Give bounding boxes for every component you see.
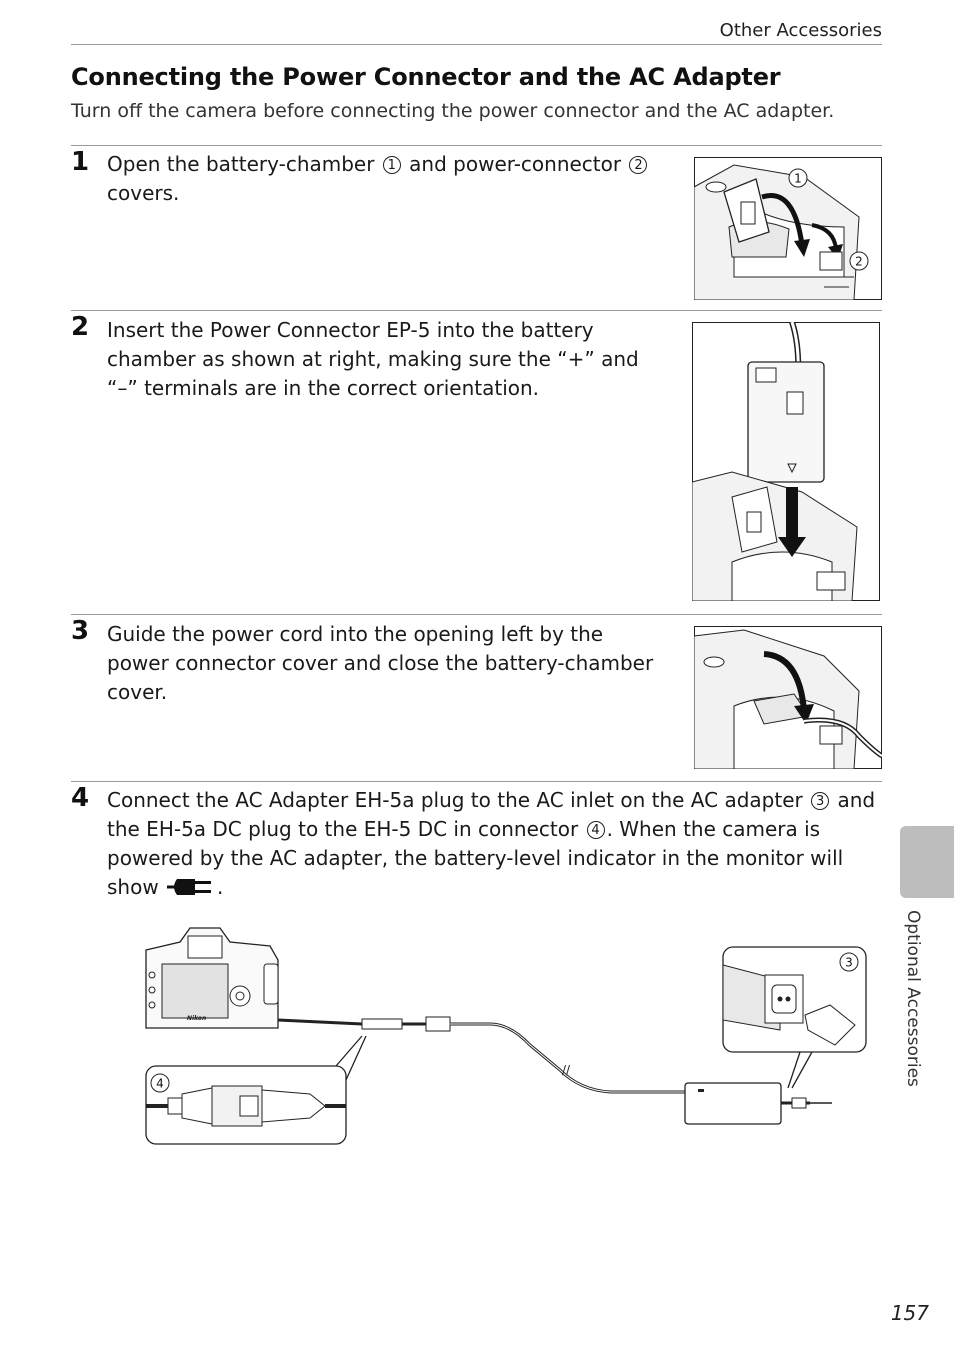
callout-marker: 3 xyxy=(811,792,830,810)
running-header: Other Accessories xyxy=(719,20,882,41)
step-1-text-c: covers. xyxy=(107,181,180,205)
step-number: 4 xyxy=(71,783,90,813)
step-1-text-a: Open the battery-chamber xyxy=(107,152,381,176)
chapter-label: Optional Accessories xyxy=(903,910,923,1087)
callout-label: 1 xyxy=(794,172,802,186)
step-4-text-b: and the EH-5a DC plug to the EH-5 DC in … xyxy=(107,788,876,841)
callout-marker: 1 xyxy=(382,156,401,174)
callout-label: 2 xyxy=(855,255,863,269)
ac-power-plug-icon xyxy=(165,876,217,906)
svg-text://: // xyxy=(562,1063,571,1077)
callout-label: 3 xyxy=(845,956,853,970)
step-4-text-a: Connect the AC Adapter EH-5a plug to the… xyxy=(107,788,810,812)
step-4-text-d: . xyxy=(217,875,224,899)
section-title: Connecting the Power Connector and the A… xyxy=(71,63,781,91)
step-2-text: Insert the Power Connector EP-5 into the… xyxy=(107,318,639,400)
step-2-rule xyxy=(71,310,882,311)
step-number: 3 xyxy=(71,616,90,646)
step-number: 2 xyxy=(71,312,90,342)
callout-marker: 4 xyxy=(586,821,605,839)
step-4-text-c: . When the camera is powered by the AC a… xyxy=(107,817,844,899)
page-number: 157 xyxy=(890,1301,929,1325)
callout-marker: 2 xyxy=(629,156,648,174)
step-1-rule xyxy=(71,145,882,146)
step-1-text-b: and power-connector xyxy=(402,152,628,176)
figure-close-cover xyxy=(694,626,882,769)
camera-illustration: Nikon xyxy=(145,927,279,1029)
step-4-rule xyxy=(71,781,882,782)
camera-brand-label: Nikon xyxy=(187,1015,206,1022)
step-1-text: Open the battery-chamber 1 and power-con… xyxy=(107,150,667,208)
step-number: 1 xyxy=(71,147,90,177)
chapter-tab xyxy=(900,826,954,898)
figure-ac-adapter-connection: Nikon // 3 4 xyxy=(145,927,867,1145)
step-4-text: Connect the AC Adapter EH-5a plug to the… xyxy=(107,786,882,906)
figure-open-covers: 1 2 xyxy=(694,157,882,300)
step-3-rule xyxy=(71,614,882,615)
figure-insert-connector xyxy=(692,322,880,601)
section-intro: Turn off the camera before connecting th… xyxy=(71,100,835,122)
callout-label: 4 xyxy=(156,1077,164,1091)
header-rule xyxy=(71,44,882,45)
step-3-text: Guide the power cord into the opening le… xyxy=(107,622,654,704)
